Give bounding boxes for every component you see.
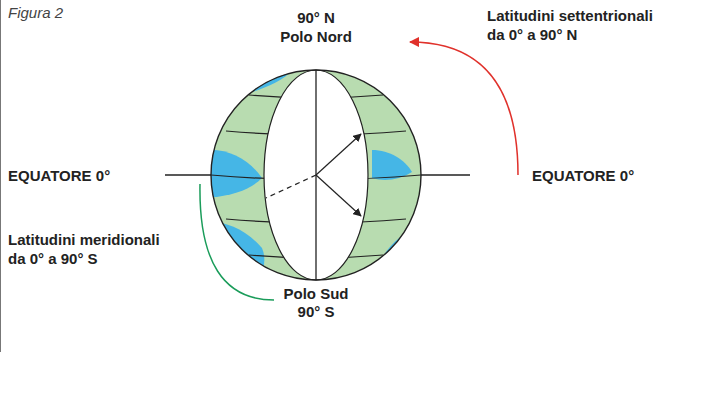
equator-label: EQUATORE 0°: [8, 166, 110, 185]
figure-title: Figura 2: [8, 4, 63, 21]
equator-line: [165, 174, 211, 175]
pole-degree: 90° S: [298, 302, 335, 321]
latitude-arrow: [316, 175, 361, 216]
pole-name: Polo Nord: [280, 27, 352, 46]
globe-outline: [211, 70, 421, 280]
equator-label: EQUATORE 0°: [532, 166, 634, 185]
equator-line: [421, 174, 470, 175]
latitude-note: Latitudini meridionali da 0° a 90° S: [8, 230, 173, 268]
pole-name: Polo Sud: [284, 284, 349, 303]
latitude-note: Latitudini settentrionali da 0° a 90° N: [487, 6, 665, 44]
globe-cutaway: [264, 70, 368, 280]
globe-surface: [200, 60, 440, 290]
page-border: [0, 0, 1, 352]
dashed-radius: [266, 175, 316, 198]
south-latitude-arc: [200, 184, 274, 300]
pole-degree: 90° N: [297, 8, 335, 27]
north-latitude-arc: [410, 42, 518, 175]
latitude-arrow: [316, 134, 361, 175]
